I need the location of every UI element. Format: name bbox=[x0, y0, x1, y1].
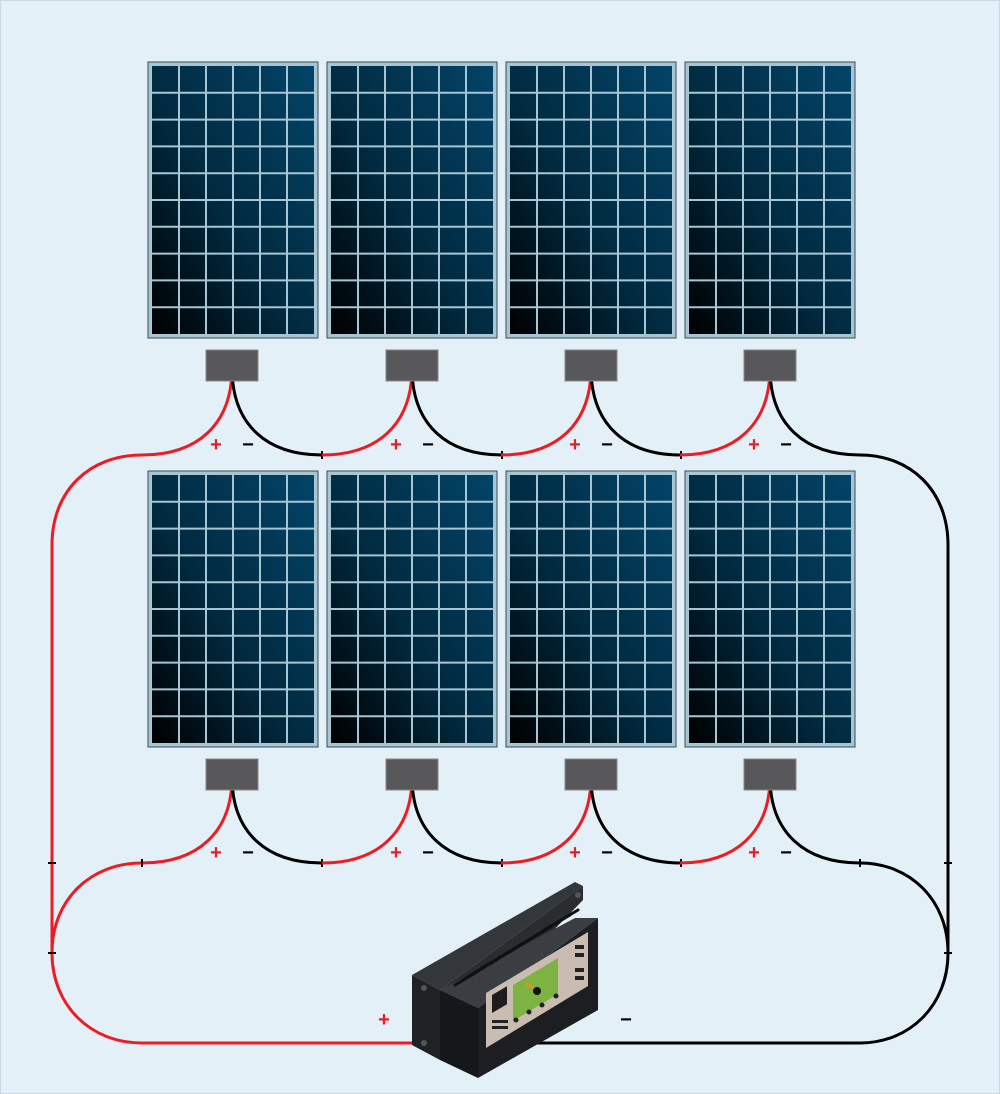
positive-wire bbox=[321, 367, 414, 457]
solar-panel bbox=[326, 61, 498, 339]
positive-return-wire bbox=[50, 861, 143, 954]
negative-label: − bbox=[242, 842, 254, 864]
positive-wire bbox=[500, 776, 593, 865]
wiring bbox=[48, 367, 952, 1045]
positive-main-wire bbox=[50, 952, 415, 1045]
negative-wire bbox=[230, 367, 323, 457]
junction-box bbox=[205, 758, 259, 791]
positive-label: + bbox=[390, 842, 402, 864]
negative-wire bbox=[589, 367, 682, 457]
negative-label: − bbox=[422, 842, 434, 864]
negative-wire bbox=[768, 776, 861, 865]
junction-box bbox=[205, 349, 259, 382]
positive-wire bbox=[679, 367, 772, 457]
positive-label: + bbox=[748, 842, 760, 864]
junction-boxes bbox=[205, 349, 797, 791]
solar-panel bbox=[505, 61, 677, 339]
junction-box bbox=[564, 349, 618, 382]
negative-label: − bbox=[780, 842, 792, 864]
polarity-labels: +−+−+−+−+−+−+−+− bbox=[210, 434, 792, 864]
negative-label: − bbox=[601, 434, 613, 456]
solar-panel bbox=[147, 470, 319, 748]
negative-wire bbox=[410, 367, 503, 457]
controller-positive-label: + bbox=[378, 1009, 390, 1031]
junction-box bbox=[385, 758, 439, 791]
positive-wire bbox=[141, 367, 234, 457]
negative-wire bbox=[768, 367, 861, 457]
positive-label: + bbox=[390, 434, 402, 456]
negative-return-wire bbox=[859, 861, 950, 954]
negative-wire bbox=[589, 776, 682, 865]
positive-wire bbox=[141, 776, 234, 865]
positive-label: + bbox=[210, 434, 222, 456]
positive-label: + bbox=[569, 842, 581, 864]
positive-label: + bbox=[569, 434, 581, 456]
solar-panel bbox=[684, 470, 856, 748]
positive-wire bbox=[321, 776, 414, 865]
positive-label: + bbox=[210, 842, 222, 864]
positive-wire bbox=[500, 367, 593, 457]
solar-panel bbox=[505, 470, 677, 748]
positive-return-wire bbox=[50, 453, 143, 953]
charge-controller bbox=[412, 882, 598, 1078]
solar-panel bbox=[147, 61, 319, 339]
positive-wire bbox=[679, 776, 772, 865]
junction-box bbox=[385, 349, 439, 382]
solar-panels bbox=[147, 61, 856, 748]
positive-label: + bbox=[748, 434, 760, 456]
solar-panel bbox=[684, 61, 856, 339]
negative-label: − bbox=[242, 434, 254, 456]
junction-box bbox=[743, 758, 797, 791]
negative-wire bbox=[230, 776, 323, 865]
junction-box bbox=[743, 349, 797, 382]
negative-return-wire bbox=[859, 453, 950, 953]
negative-wire bbox=[410, 776, 503, 865]
negative-label: − bbox=[601, 842, 613, 864]
negative-label: − bbox=[780, 434, 792, 456]
solar-panel bbox=[326, 470, 498, 748]
junction-box bbox=[564, 758, 618, 791]
controller-negative-label: − bbox=[620, 1009, 632, 1031]
negative-main-wire bbox=[530, 952, 950, 1045]
negative-label: − bbox=[422, 434, 434, 456]
